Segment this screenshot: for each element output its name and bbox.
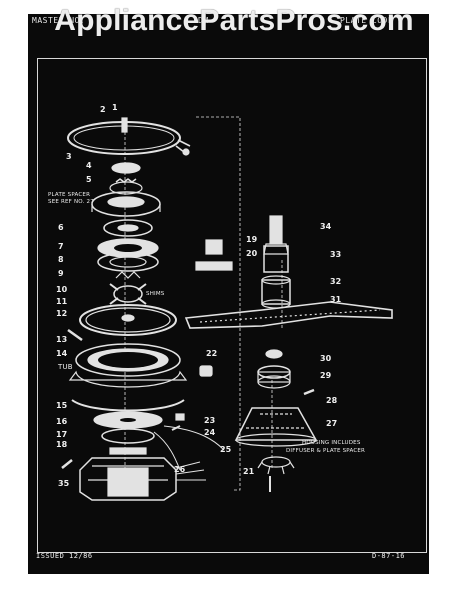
part-label-32: 32 [330,277,342,286]
footer-diagram-code: D-87-16 [372,552,406,560]
part-label-14: 14 [56,349,68,358]
header-master-no: MASTER NO. [32,16,86,25]
part-label-3: 3 [66,152,72,161]
part-label-9: 9 [58,269,64,278]
note-plate-spacer-2: SEE REF NO. 27 [48,199,94,205]
diagram-border [37,58,427,553]
note-housing-2: DIFFUSER & PLATE SPACER [286,448,366,454]
part-label-4: 4 [86,161,92,170]
parts-diagram-sheet: MASTER NO. DM PLATE CODE [28,14,429,574]
part-label-5: 5 [86,175,92,184]
part-label-20: 20 [246,249,258,258]
part-label-25: 25 [220,445,232,454]
part-label-19: 19 [246,235,258,244]
note-shims: SHIMS [146,291,165,297]
part-label-29: 29 [320,371,332,380]
header-plate-code: PLATE CODE [340,16,394,25]
part-label-22: 22 [206,349,218,358]
part-label-10: 10 [56,285,68,294]
part-label-28: 28 [326,396,338,405]
part-label-31: 31 [330,295,342,304]
part-label-13: 13 [56,335,68,344]
part-label-30: 30 [320,354,332,363]
part-label-34: 34 [320,222,332,231]
part-label-27: 27 [326,419,338,428]
header-model: DM [198,16,209,25]
part-label-15: 15 [56,401,68,410]
part-label-6: 6 [58,223,64,232]
part-label-26: 26 [174,465,186,474]
guide-line-right [196,116,241,491]
part-label-18: 18 [56,440,68,449]
part-label-7: 7 [58,242,64,251]
note-tub: TUB [58,363,73,371]
watermark-logo: AppliancePartsPros.com [54,4,414,37]
part-label-12: 12 [56,309,68,318]
part-label-8: 8 [58,255,64,264]
part-label-11: 11 [56,297,68,306]
part-label-21: 21 [243,467,255,476]
part-label-24: 24 [204,428,216,437]
part-label-17: 17 [56,430,68,439]
footer-issued-date: ISSUED 12/86 [36,552,93,560]
part-label-23: 23 [204,416,216,425]
part-label-1: 1 [112,103,118,112]
part-label-16: 16 [56,417,68,426]
part-label-35: 35 [58,479,70,488]
note-plate-spacer-1: PLATE SPACER [48,192,91,198]
note-housing-1: HOUSING INCLUDES [302,440,361,446]
part-label-2: 2 [100,105,106,114]
part-label-33: 33 [330,250,342,259]
